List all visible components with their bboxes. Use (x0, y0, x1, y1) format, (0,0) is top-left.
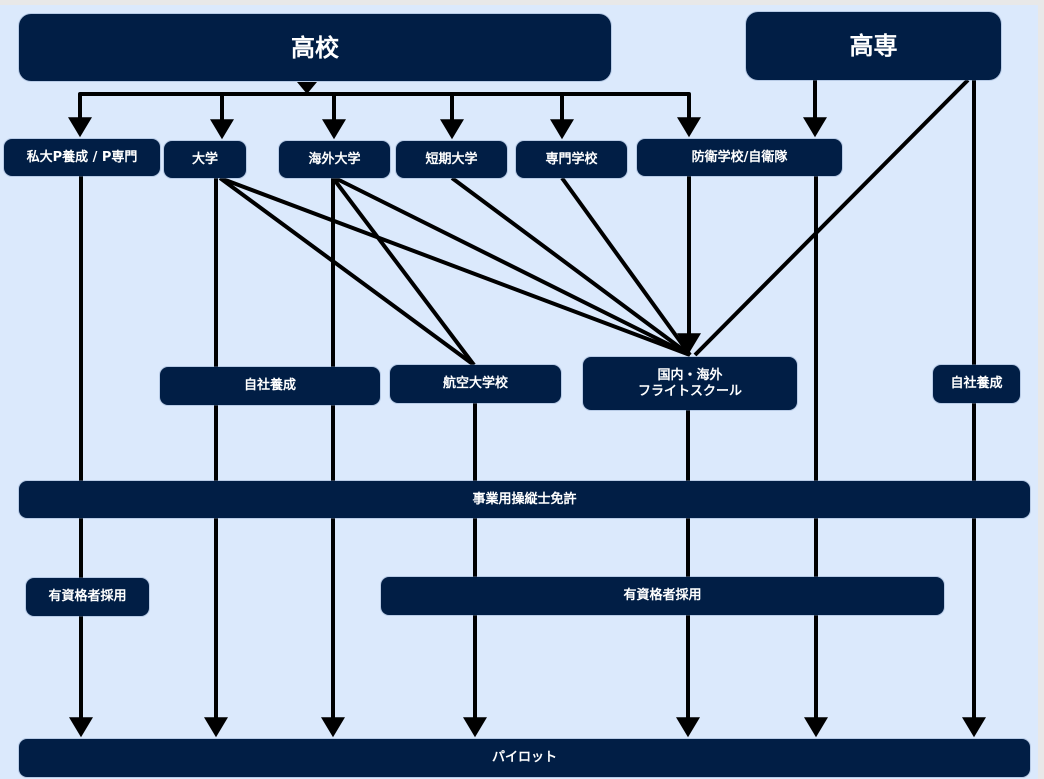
edge-senmon-to-flight (560, 176, 692, 357)
edge-koukou-to-kaigai (307, 92, 346, 140)
node-flight-school: 国内・海外 フライトスクール (583, 357, 797, 410)
edge-koukou-to-senmon (307, 92, 574, 140)
node-vocational-school: 専門学校 (516, 141, 627, 178)
node-private-univ-pilot-course: 私大P養成 / P専門 (4, 139, 160, 176)
node-qualified-hire-left: 有資格者採用 (26, 578, 149, 616)
node-junior-college: 短期大学 (396, 141, 507, 178)
edge-kaigai-to-flight (334, 176, 691, 357)
edge-tanki-to-flight (450, 176, 692, 357)
edge-koukou-to-daigaku (210, 92, 307, 140)
edge-kaigai-to-koukudai (331, 176, 476, 367)
node-civil-aviation-college: 航空大学校 (390, 365, 561, 403)
node-in-house-training-right: 自社養成 (933, 365, 1020, 403)
edge-koukou-to-shidai (68, 92, 307, 138)
junction-arrow-koukou (297, 82, 317, 94)
node-kousen: 高専 (746, 12, 1001, 80)
node-overseas-university: 海外大学 (279, 141, 390, 178)
node-defense-academy: 防衛学校/自衛隊 (637, 139, 842, 176)
node-koukou: 高校 (19, 14, 611, 81)
node-pilot: パイロット (19, 739, 1030, 777)
node-in-house-training-left: 自社養成 (160, 367, 380, 405)
edge-kousen-to-flight (693, 78, 970, 357)
edge-daigaku-to-flight (219, 176, 691, 357)
node-commercial-pilot-license: 事業用操縦士免許 (19, 481, 1030, 518)
edge-koukou-to-bouei (307, 92, 701, 138)
edge-daigaku-to-koukudai (218, 176, 476, 367)
node-university: 大学 (164, 141, 246, 178)
edge-koukou-to-tanki (307, 92, 464, 140)
node-qualified-hire-right: 有資格者採用 (381, 577, 944, 615)
